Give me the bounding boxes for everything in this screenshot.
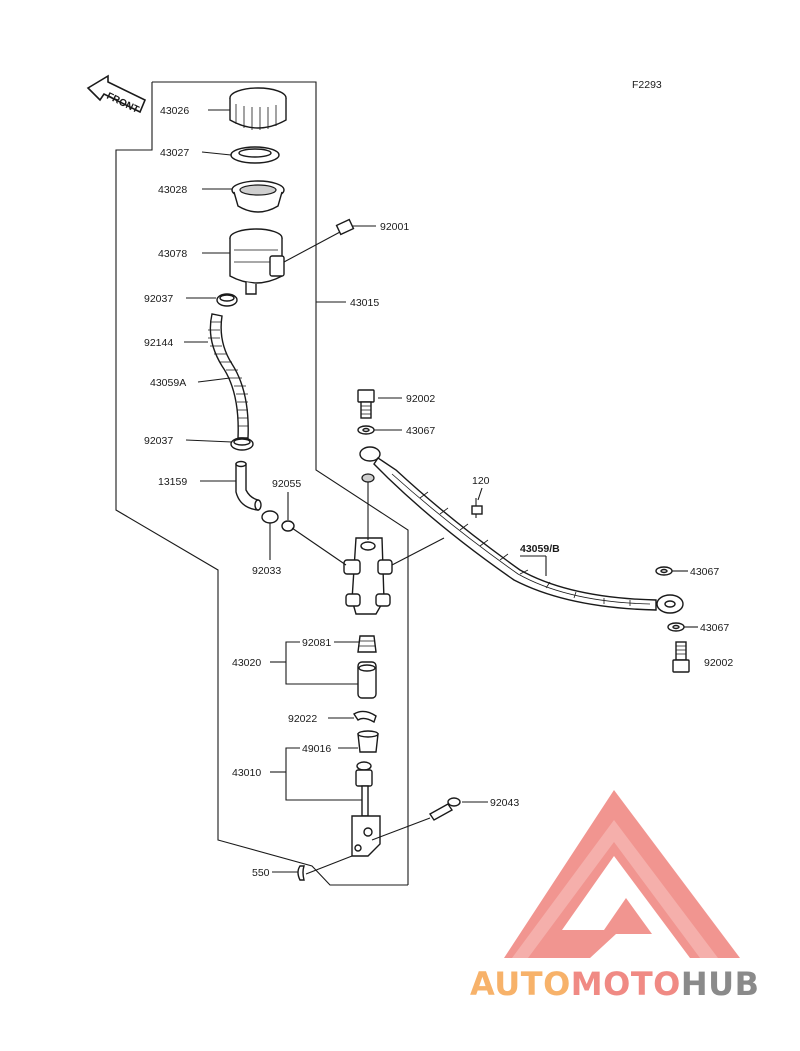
label-43028: 43028: [158, 184, 187, 196]
label-92043: 92043: [490, 797, 519, 809]
watermark-hub: HUB: [681, 965, 760, 1003]
part-43059b-brake-hose: [359, 446, 684, 614]
watermark-moto: MOTO: [571, 965, 681, 1003]
part-43010-push-rod: [351, 761, 381, 857]
part-43026-reservoir-cap: [229, 87, 287, 130]
label-92037-lower: 92037: [144, 435, 173, 447]
label-43067-upper: 43067: [406, 425, 435, 437]
part-43078-reservoir-tank: [229, 228, 285, 295]
watermark-auto: AUTO: [470, 965, 571, 1003]
label-120: 120: [472, 475, 490, 487]
label-550: 550: [252, 867, 270, 879]
part-92037-hose-clamp-upper: [216, 293, 238, 307]
label-92033: 92033: [252, 565, 281, 577]
watermark-text: AUTOMOTOHUB: [470, 965, 760, 1003]
label-49016: 49016: [302, 743, 331, 755]
label-43059a: 43059A: [150, 377, 186, 389]
part-13159-elbow-fitting: [235, 460, 262, 511]
label-92002-lower: 92002: [704, 657, 733, 669]
leader-lines: [184, 109, 698, 873]
part-43015-master-cylinder-body: [343, 473, 393, 615]
figure-code: F2293: [632, 79, 662, 91]
label-92001: 92001: [380, 221, 409, 233]
part-92022-circlip: [353, 710, 377, 724]
label-13159: 13159: [158, 476, 187, 488]
part-120-screw: [471, 498, 483, 518]
label-92144: 92144: [144, 337, 173, 349]
svg-text:AUTOMOTOHUB: AUTOMOTOHUB: [470, 965, 760, 1003]
part-92033-o-ring: [261, 510, 279, 524]
label-43026: 43026: [160, 105, 189, 117]
label-43010: 43010: [232, 767, 261, 779]
label-43067-right-lower: 43067: [700, 622, 729, 634]
part-92037-hose-clamp-lower: [230, 437, 254, 451]
label-92081: 92081: [302, 637, 331, 649]
label-43015: 43015: [350, 297, 379, 309]
label-92022: 92022: [288, 713, 317, 725]
watermark-logo: [504, 790, 740, 958]
part-92144-reservoir-hose: [208, 313, 249, 439]
part-43067-washer-upper: [357, 425, 375, 435]
part-43020-piston: [357, 661, 377, 699]
part-92081-cup: [357, 635, 377, 653]
label-43067-right-upper: 43067: [690, 566, 719, 578]
part-92001-bolt: [283, 218, 355, 263]
assembly-outline: [115, 81, 409, 886]
part-92055-o-ring-small: [281, 520, 295, 532]
part-43028-diaphragm: [231, 180, 285, 213]
label-43078: 43078: [158, 248, 187, 260]
label-43027: 43027: [160, 147, 189, 159]
part-43067-washer-right-lower: [667, 622, 685, 632]
part-92043-clevis-pin: [371, 797, 461, 841]
part-43067-washer-right-upper: [655, 566, 673, 576]
label-43020: 43020: [232, 657, 261, 669]
part-92002-banjo-bolt-upper: [357, 389, 375, 419]
part-92002-banjo-bolt-lower: [672, 641, 690, 673]
part-49016-boot: [357, 730, 379, 753]
front-arrow-icon: FRONT: [86, 74, 147, 116]
watermark-triangle-icon: [504, 790, 740, 958]
part-43027-diaphragm-plate: [230, 146, 280, 164]
label-43059b: 43059/B: [520, 543, 560, 555]
label-92055: 92055: [272, 478, 301, 490]
label-92037-upper: 92037: [144, 293, 173, 305]
label-92002-upper: 92002: [406, 393, 435, 405]
part-550-cotter-pin: [297, 855, 353, 881]
